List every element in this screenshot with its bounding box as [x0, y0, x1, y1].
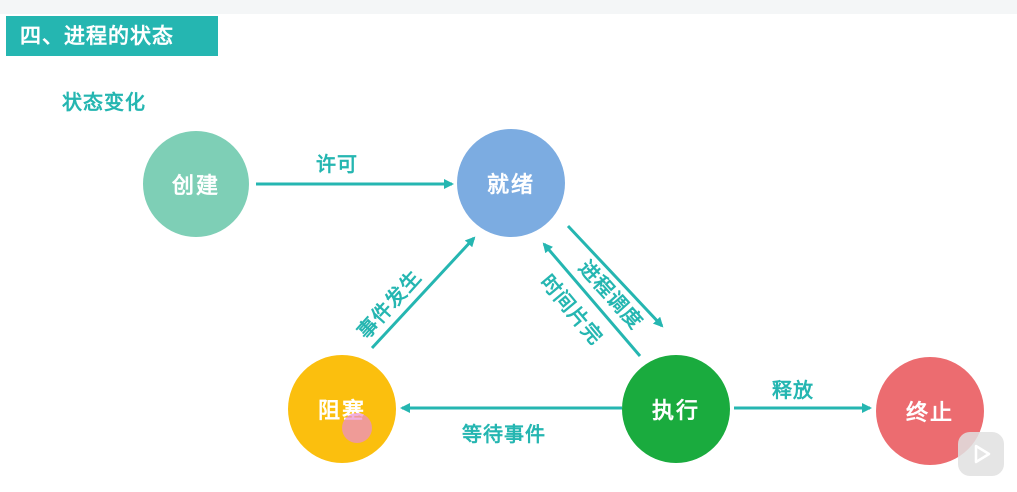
play-button[interactable] — [958, 432, 1004, 476]
node-ready: 就绪 — [457, 129, 565, 237]
node-create: 创建 — [143, 131, 249, 237]
cursor-highlight — [342, 413, 372, 443]
label-create-to-ready: 许可 — [316, 152, 358, 176]
node-blocked: 阻塞 — [288, 355, 396, 463]
arrow-running-to-ready — [542, 242, 642, 357]
arrow-ready-to-running — [566, 224, 664, 328]
section-title: 四、进程的状态 — [6, 16, 218, 56]
top-strip — [0, 0, 1017, 14]
play-icon — [974, 444, 991, 464]
label-running-to-terminated: 释放 — [772, 378, 814, 402]
arrow-blocked-to-ready — [370, 236, 476, 350]
subtitle: 状态变化 — [62, 90, 146, 114]
node-running: 执行 — [622, 355, 730, 463]
label-running-to-blocked: 等待事件 — [462, 422, 546, 446]
